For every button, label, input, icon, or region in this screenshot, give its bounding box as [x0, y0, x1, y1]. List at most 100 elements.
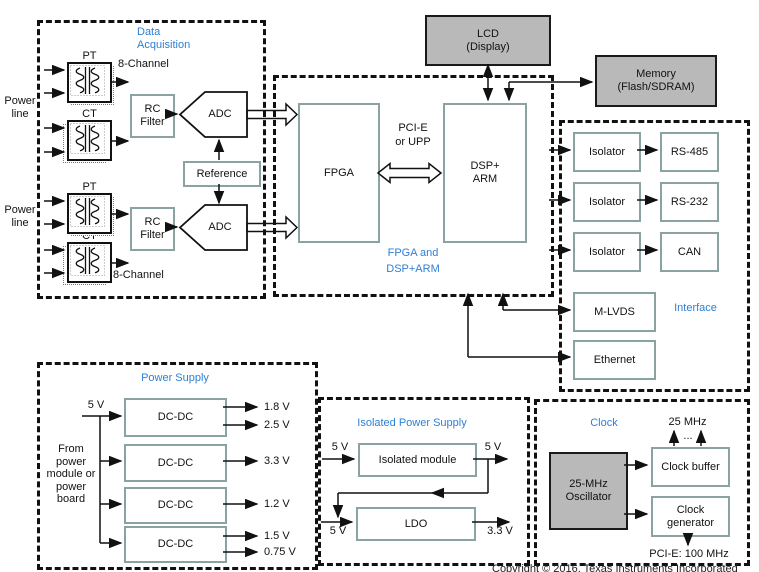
clock-generator-block: Clock generator	[651, 496, 730, 537]
label-line: Power	[4, 204, 36, 216]
label-line: module or	[46, 468, 96, 480]
isolator-1-block: Isolator	[573, 132, 641, 172]
mlvds-block: M-LVDS	[573, 292, 656, 332]
block-label: ARM	[472, 173, 498, 185]
ips-in-label-2: 5 V	[329, 525, 347, 537]
transformer-icon	[70, 245, 105, 276]
channel-count-top-label: 8-Channel	[118, 58, 169, 70]
label-line: From	[58, 443, 84, 455]
isolated-power-section	[318, 397, 530, 566]
ps-output-label: 1.2 V	[264, 498, 290, 510]
data-acquisition-section	[37, 20, 266, 299]
ct-1-label: CT	[82, 108, 97, 120]
rs232-block: RS-232	[660, 182, 719, 222]
title-line: FPGA and	[387, 247, 439, 259]
title-line: DSP+ARM	[386, 262, 440, 275]
dcdc-2-block: DC-DC	[124, 444, 227, 482]
power-supply-title: Power Supply	[141, 372, 209, 384]
power-line-label-2: Power line	[2, 204, 38, 229]
transformer-body	[67, 242, 112, 283]
ips-out-label-1: 5 V	[484, 441, 502, 453]
transformer-icon	[70, 65, 105, 96]
reference-block: Reference	[183, 161, 261, 187]
fpga-block: FPGA	[298, 103, 380, 243]
adc-2-label: ADC	[208, 221, 232, 233]
block-label: Oscillator	[565, 491, 612, 503]
ethernet-block: Ethernet	[573, 340, 656, 380]
ps-output-label: 2.5 V	[264, 419, 290, 431]
title-line: Acquisition	[137, 38, 191, 51]
block-label: RC	[144, 216, 161, 228]
clock-buffer-block: Clock buffer	[651, 447, 730, 487]
block-label: DSP+	[470, 160, 500, 172]
ps-input-voltage-label: 5 V	[87, 399, 105, 411]
ldo-block: LDO	[356, 507, 476, 541]
ps-output-label: 1.5 V	[264, 530, 290, 542]
isolated-module-block: Isolated module	[358, 443, 477, 477]
copyright-text: Copyright © 2016, Texas Instruments Inco…	[492, 563, 738, 572]
bus-label: PCI-E or UPP	[383, 122, 443, 148]
rs485-block: RS-485	[660, 132, 719, 172]
pt-2-label: PT	[82, 181, 97, 193]
transformer-icon	[70, 196, 105, 227]
ips-in-label-1: 5 V	[331, 441, 349, 453]
label-line: power	[56, 455, 86, 468]
block-label: (Display)	[466, 40, 510, 53]
label-line: power	[56, 480, 86, 493]
label-line: Power	[4, 95, 36, 107]
block-label: generator	[666, 516, 715, 529]
fpga-dsp-section	[273, 75, 554, 297]
label-line: line	[11, 216, 29, 229]
adc-1-label: ADC	[208, 108, 232, 120]
isolated-power-title: Isolated Power Supply	[357, 417, 467, 429]
block-label: 25-MHz	[569, 478, 608, 490]
ct-1-transformer	[63, 120, 112, 163]
block-label: (Flash/SDRAM)	[617, 81, 695, 93]
adc1-fpga-bus-arrow	[246, 102, 299, 127]
connectors	[44, 63, 707, 558]
clock-out-bottom-label: PCI-E: 100 MHz	[649, 548, 729, 560]
block-label: Clock	[676, 503, 705, 516]
power-supply-section	[37, 362, 318, 570]
isolator-3-block: Isolator	[573, 232, 641, 272]
pt-1-transformer	[67, 62, 114, 105]
label-line: line	[11, 107, 29, 120]
power-line-label-1: Power line	[2, 95, 38, 120]
channel-count-bottom-label: 8-Channel	[113, 269, 164, 281]
clock-dots-label: ...	[683, 430, 693, 442]
transformer-icon	[70, 123, 105, 154]
clock-out-top-label: 25 MHz	[668, 416, 707, 428]
title-line: Data	[137, 26, 161, 38]
dcdc-4-block: DC-DC	[124, 526, 227, 563]
data-acquisition-title: Data Acquisition	[137, 26, 190, 51]
dcdc-1-block: DC-DC	[124, 398, 227, 437]
lcd-block: LCD (Display)	[425, 15, 551, 66]
ps-output-label: 0.75 V	[264, 546, 296, 558]
ps-output-label: 3.3 V	[264, 455, 290, 467]
block-label: RC	[144, 103, 161, 115]
interface-section	[559, 120, 750, 392]
transformer-body	[67, 193, 112, 234]
label-line: or UPP	[395, 135, 431, 148]
memory-block: Memory (Flash/SDRAM)	[595, 55, 717, 107]
interface-title: Interface	[674, 302, 717, 314]
pt-1-label: PT	[82, 50, 97, 62]
ps-source-label: From power module or power board	[40, 443, 102, 506]
ips-out-label-2: 3.3 V	[487, 525, 513, 537]
transformer-body	[67, 120, 112, 161]
label-line: board	[56, 493, 86, 505]
ct-2-transformer	[63, 242, 112, 285]
pt-2-transformer	[67, 193, 114, 236]
block-label: Memory	[636, 68, 676, 80]
can-block: CAN	[660, 232, 719, 272]
dsp-arm-block: DSP+ ARM	[443, 103, 527, 243]
clock-section	[534, 399, 750, 566]
isolator-2-block: Isolator	[573, 182, 641, 222]
oscillator-block: 25-MHz Oscillator	[549, 452, 628, 530]
adc2-fpga-bus-arrow	[246, 215, 299, 240]
block-label: Filter	[140, 229, 165, 241]
fpga-dsp-bus-arrow	[376, 161, 443, 185]
ps-output-label: 1.8 V	[264, 401, 290, 413]
